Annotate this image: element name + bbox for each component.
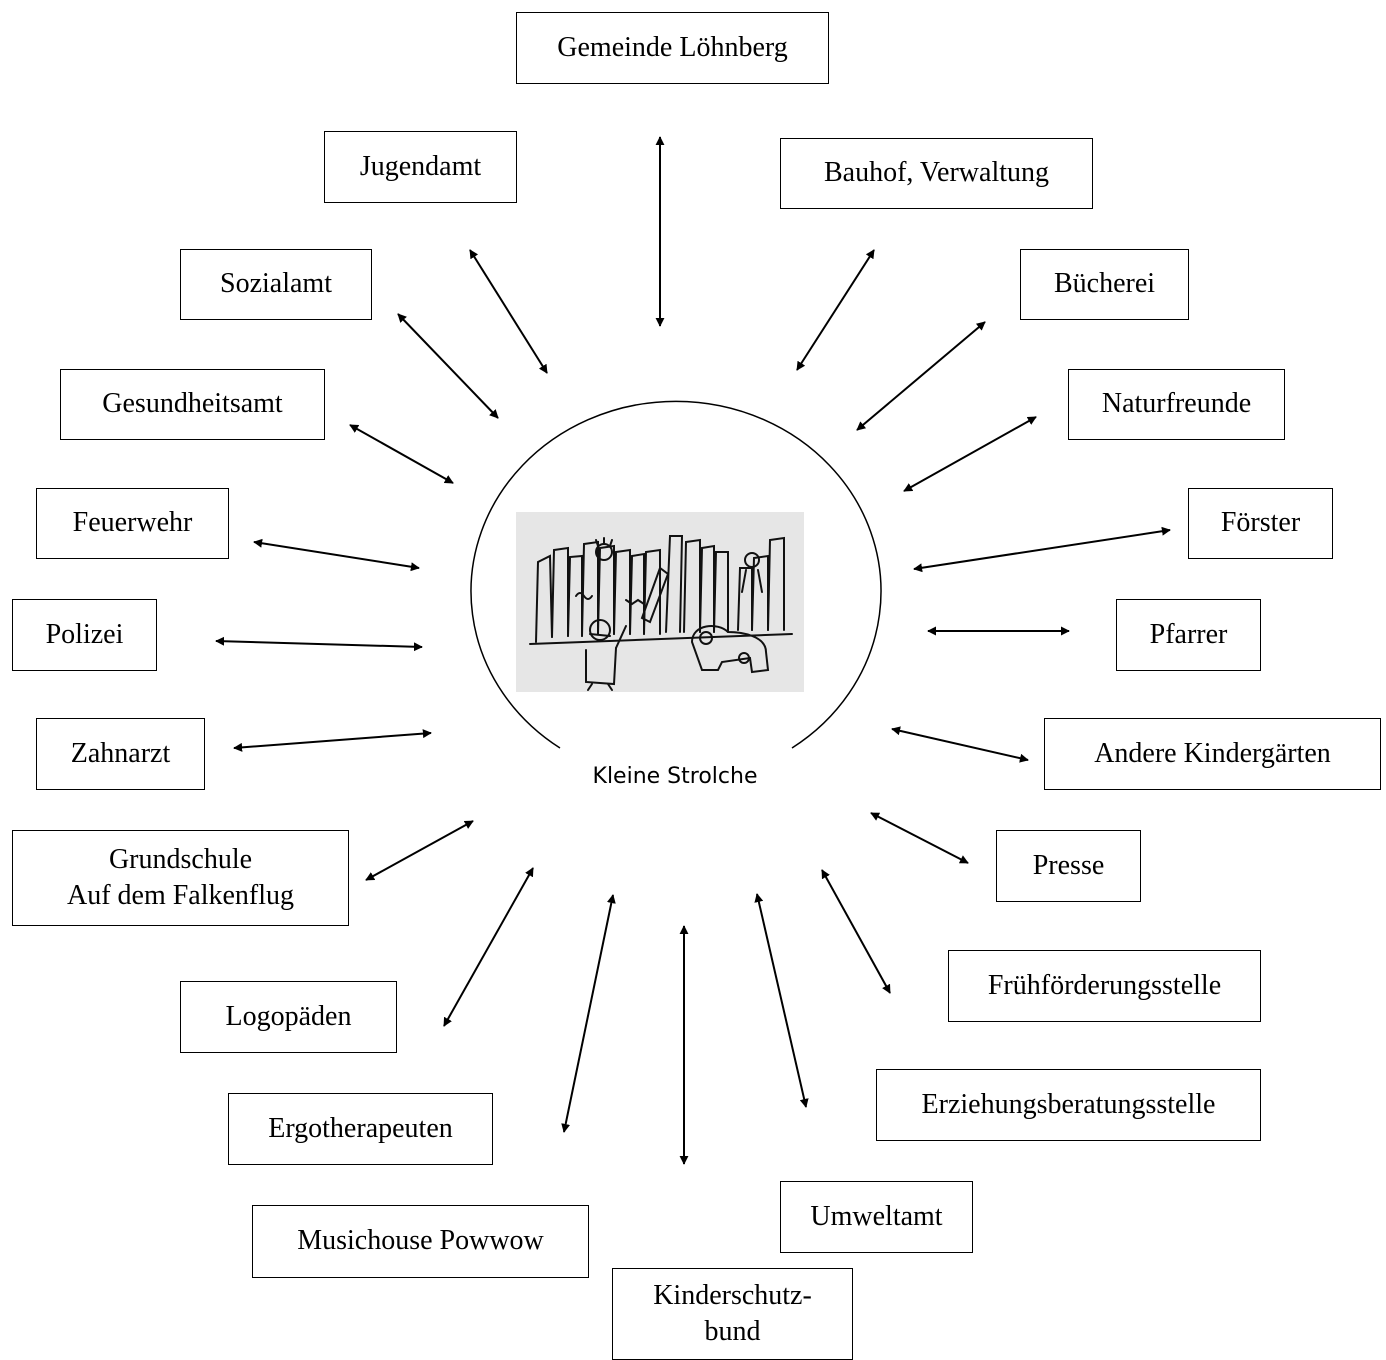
- arrow-feuerwehr: [253, 538, 420, 572]
- box-musichouse-powwow: Musichouse Powwow: [252, 1205, 589, 1278]
- box-presse: Presse: [996, 830, 1141, 902]
- children-fence-drawing-icon: [529, 535, 793, 691]
- box-andere-kindergaerten: Andere Kindergärten: [1044, 718, 1381, 790]
- arrow-ergotherapeuten: [561, 894, 616, 1133]
- arrow-bauhof-verwaltung: [796, 249, 875, 371]
- arrow-zahnarzt: [233, 729, 432, 752]
- box-logopaeden: Logopäden: [180, 981, 397, 1053]
- arrow-naturfreunde: [903, 416, 1037, 492]
- box-pfarrer: Pfarrer: [1116, 599, 1261, 671]
- box-feuerwehr: Feuerwehr: [36, 488, 229, 559]
- arrow-group: [215, 136, 1171, 1165]
- kindergarten-drawing: [516, 512, 804, 692]
- arrow-erziehungsberatungsstelle: [754, 893, 809, 1108]
- box-naturfreunde: Naturfreunde: [1068, 369, 1285, 440]
- arrow-jugendamt: [469, 249, 548, 374]
- box-kinderschutzbund: Kinderschutz- bund: [612, 1268, 853, 1360]
- box-foerster: Förster: [1188, 488, 1333, 559]
- arrow-fruehfoerderungsstelle: [821, 869, 891, 994]
- box-ergotherapeuten: Ergotherapeuten: [228, 1093, 493, 1165]
- box-jugendamt: Jugendamt: [324, 131, 517, 203]
- arrow-polizei: [215, 636, 423, 652]
- box-bauhof-verwaltung: Bauhof, Verwaltung: [780, 138, 1093, 209]
- box-sozialamt: Sozialamt: [180, 249, 372, 320]
- arrow-andere-kindergaerten: [891, 726, 1029, 763]
- arrow-grundschule: [365, 820, 474, 881]
- arrow-sozialamt: [397, 313, 499, 419]
- box-erziehungsberatungsstelle: Erziehungsberatungsstelle: [876, 1069, 1261, 1141]
- arrow-logopaeden: [443, 867, 534, 1027]
- box-gesundheitsamt: Gesundheitsamt: [60, 369, 325, 440]
- arrow-gesundheitsamt: [349, 424, 454, 484]
- arrow-buecherei: [856, 321, 986, 431]
- arrow-presse: [870, 812, 969, 864]
- box-grundschule: Grundschule Auf dem Falkenflug: [12, 830, 349, 926]
- box-umweltamt: Umweltamt: [780, 1181, 973, 1253]
- box-zahnarzt: Zahnarzt: [36, 718, 205, 790]
- box-buecherei: Bücherei: [1020, 249, 1189, 320]
- box-gemeinde-loehnberg: Gemeinde Löhnberg: [516, 12, 829, 84]
- box-fruehfoerderungsstelle: Frühförderungsstelle: [948, 950, 1261, 1022]
- arrow-foerster: [913, 526, 1171, 573]
- center-caption: Kleine Strolche: [592, 764, 758, 789]
- center-ellipse: [470, 400, 882, 749]
- box-polizei: Polizei: [12, 599, 157, 671]
